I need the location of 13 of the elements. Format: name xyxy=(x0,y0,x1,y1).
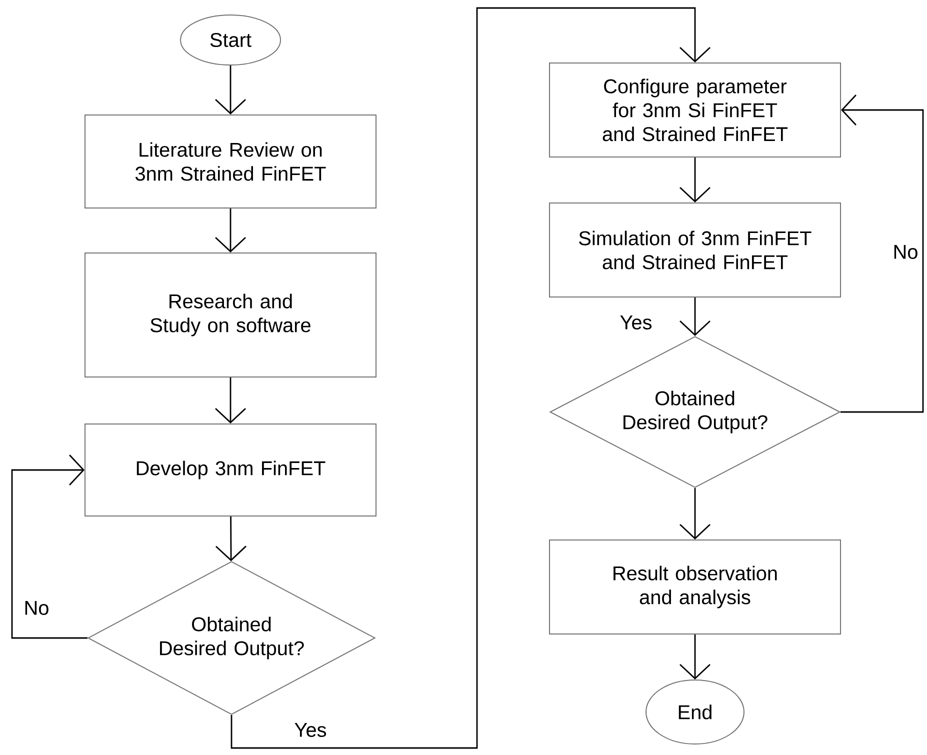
edge-label: Yes xyxy=(618,314,654,332)
edge-label: Yes xyxy=(292,721,329,739)
arrow xyxy=(230,7,710,749)
edge-label: No xyxy=(22,599,52,617)
process-box: Develop 3nm FinFET xyxy=(84,424,376,516)
arrow xyxy=(840,94,924,413)
process-box: Configure parameter for 3nm Si FinFET and Strained FinFET xyxy=(549,62,841,158)
process-box: Research and Study on software xyxy=(84,252,376,378)
process-box: Literature Review on 3nm Strained FinFET xyxy=(84,114,376,208)
edge-label: No xyxy=(890,243,920,261)
process-box: Simulation of 3nm FinFET and Strained FinFET xyxy=(549,202,841,298)
arrow xyxy=(11,454,88,639)
process-box: Result observation and analysis xyxy=(549,540,841,634)
